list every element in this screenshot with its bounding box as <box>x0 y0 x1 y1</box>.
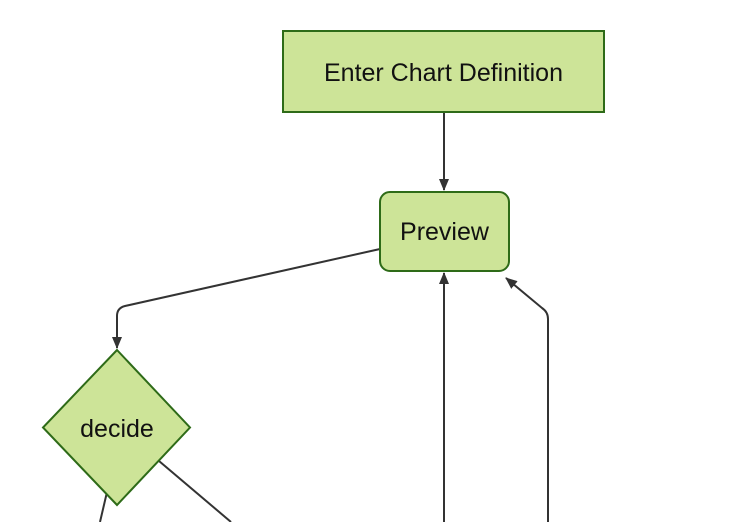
edge-decide-to-offscreen-bottom-left <box>99 491 108 522</box>
edge-offscreen-bottom-right-to-preview <box>505 277 549 522</box>
node-enter-chart-definition: Enter Chart Definition <box>282 30 605 113</box>
edge-preview-to-decide <box>112 248 381 349</box>
node-enter-chart-definition-shape <box>282 30 605 113</box>
node-preview: Preview <box>379 191 510 272</box>
node-decide-label: decide <box>80 415 154 443</box>
node-enter-chart-definition-label: Enter Chart Definition <box>324 59 563 87</box>
edge-decide-to-offscreen-bottom-right <box>158 460 232 522</box>
node-preview-shape <box>379 191 510 272</box>
node-decide: decide <box>41 348 192 507</box>
node-preview-label: Preview <box>400 218 490 246</box>
node-decide-shape <box>41 348 192 507</box>
